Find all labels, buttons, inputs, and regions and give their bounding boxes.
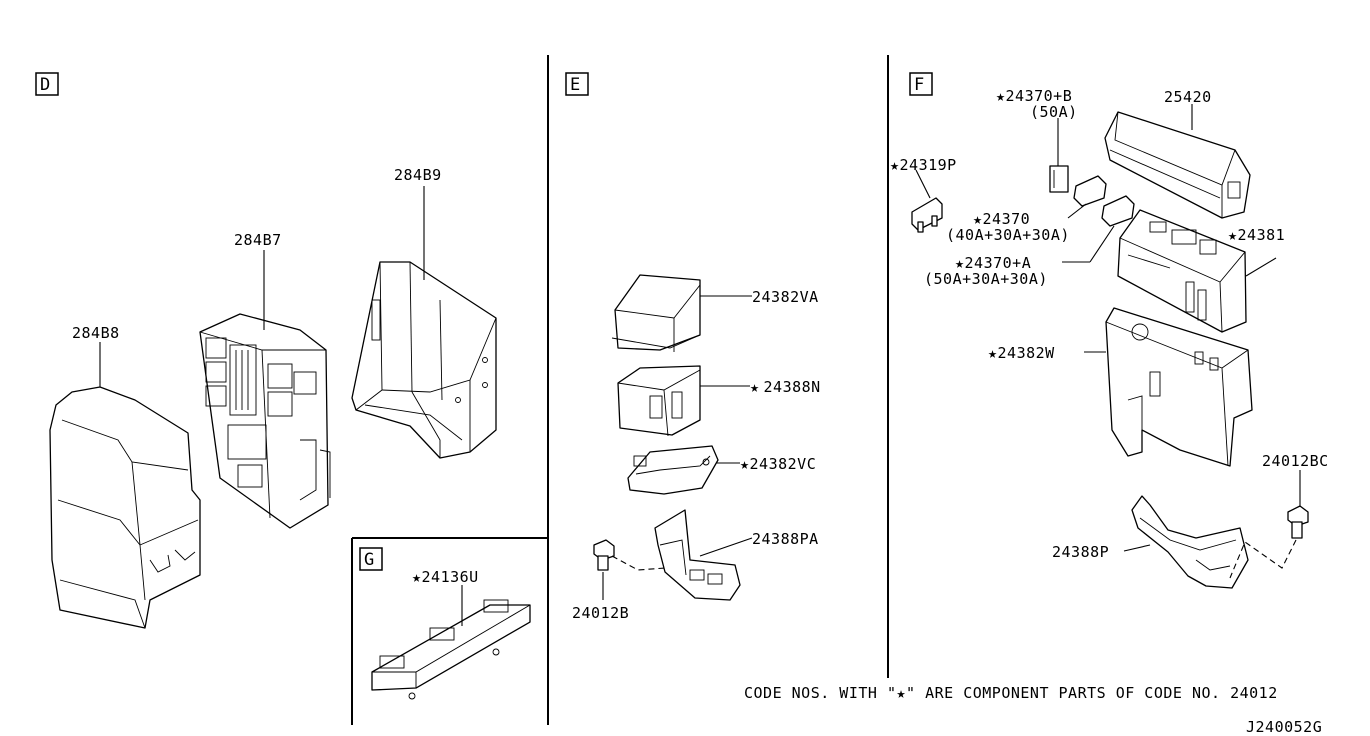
part-24370-fuse [1073,175,1107,207]
leader-24381 [1245,257,1277,277]
section-d-marker: D [35,72,59,96]
label-24012b: 24012B [572,604,629,622]
section-g-marker: G [359,547,383,571]
label-24136u: ★24136U [412,568,479,586]
label-24382vc: ★24382VC [740,455,816,473]
svg-text:D: D [40,75,51,95]
part-24382va-cover [611,274,701,352]
part-24370b-fuse [1049,165,1069,193]
leader-24388p [1123,544,1151,552]
section-f-marker: F [909,72,933,96]
part-24136u-holder [371,599,531,700]
label-284b8: 284B8 [72,324,120,342]
part-24388p-bracket [1131,495,1249,589]
part-24388n-box [617,365,701,437]
part-24388pa-plate [654,509,741,601]
leader-24319p [915,169,931,199]
label-24382va: 24382VA [752,288,819,306]
part-24382w-base [1105,307,1253,467]
label-24382w: ★24382W [988,344,1055,362]
label-284b9: 284B9 [394,166,442,184]
leader-24370 [1067,203,1087,219]
section-e-marker: E [565,72,589,96]
label-24388p: 24388P [1052,543,1109,561]
leader-24370a-2 [1089,225,1115,263]
label-24370b-rating: (50A) [1030,103,1078,121]
label-24370-rating: (40A+30A+30A) [946,226,1070,244]
part-24012b-bolt [593,539,615,571]
part-24012bc-bolt [1287,505,1309,539]
part-24382vc-bracket [627,445,719,495]
label-24370a: ★24370+A [955,254,1031,272]
bolt-path-24012bc [1229,539,1297,579]
label-24319p: ★24319P [890,156,957,174]
part-284b7-junction-box [199,313,331,529]
part-24370a-fuse [1101,195,1135,227]
svg-text:E: E [570,75,581,95]
footnote: CODE NOS. WITH "★" ARE COMPONENT PARTS O… [744,684,1278,702]
svg-text:G: G [364,550,375,570]
label-284b7: 284B7 [234,231,282,249]
label-24388n: ★24388N [750,378,821,396]
part-284b8-cover [49,386,201,629]
diagram-id: J240052G [1246,718,1322,736]
part-24319p-fuse [911,197,943,233]
label-24388pa: 24388PA [752,530,819,548]
bolt-path-24012b [611,555,666,571]
label-24012bc: 24012BC [1262,452,1329,470]
svg-text:F: F [914,75,925,95]
part-284b9-bracket [351,261,497,459]
label-24381: ★24381 [1228,226,1285,244]
label-25420: 25420 [1164,88,1212,106]
label-24370: ★24370 [973,210,1030,228]
part-24381-fuse-block [1117,209,1247,333]
label-24370b: ★24370+B [996,87,1072,105]
leader-24388pa [699,537,753,557]
label-24370a-rating: (50A+30A+30A) [924,270,1048,288]
part-25420-lid [1104,111,1251,219]
